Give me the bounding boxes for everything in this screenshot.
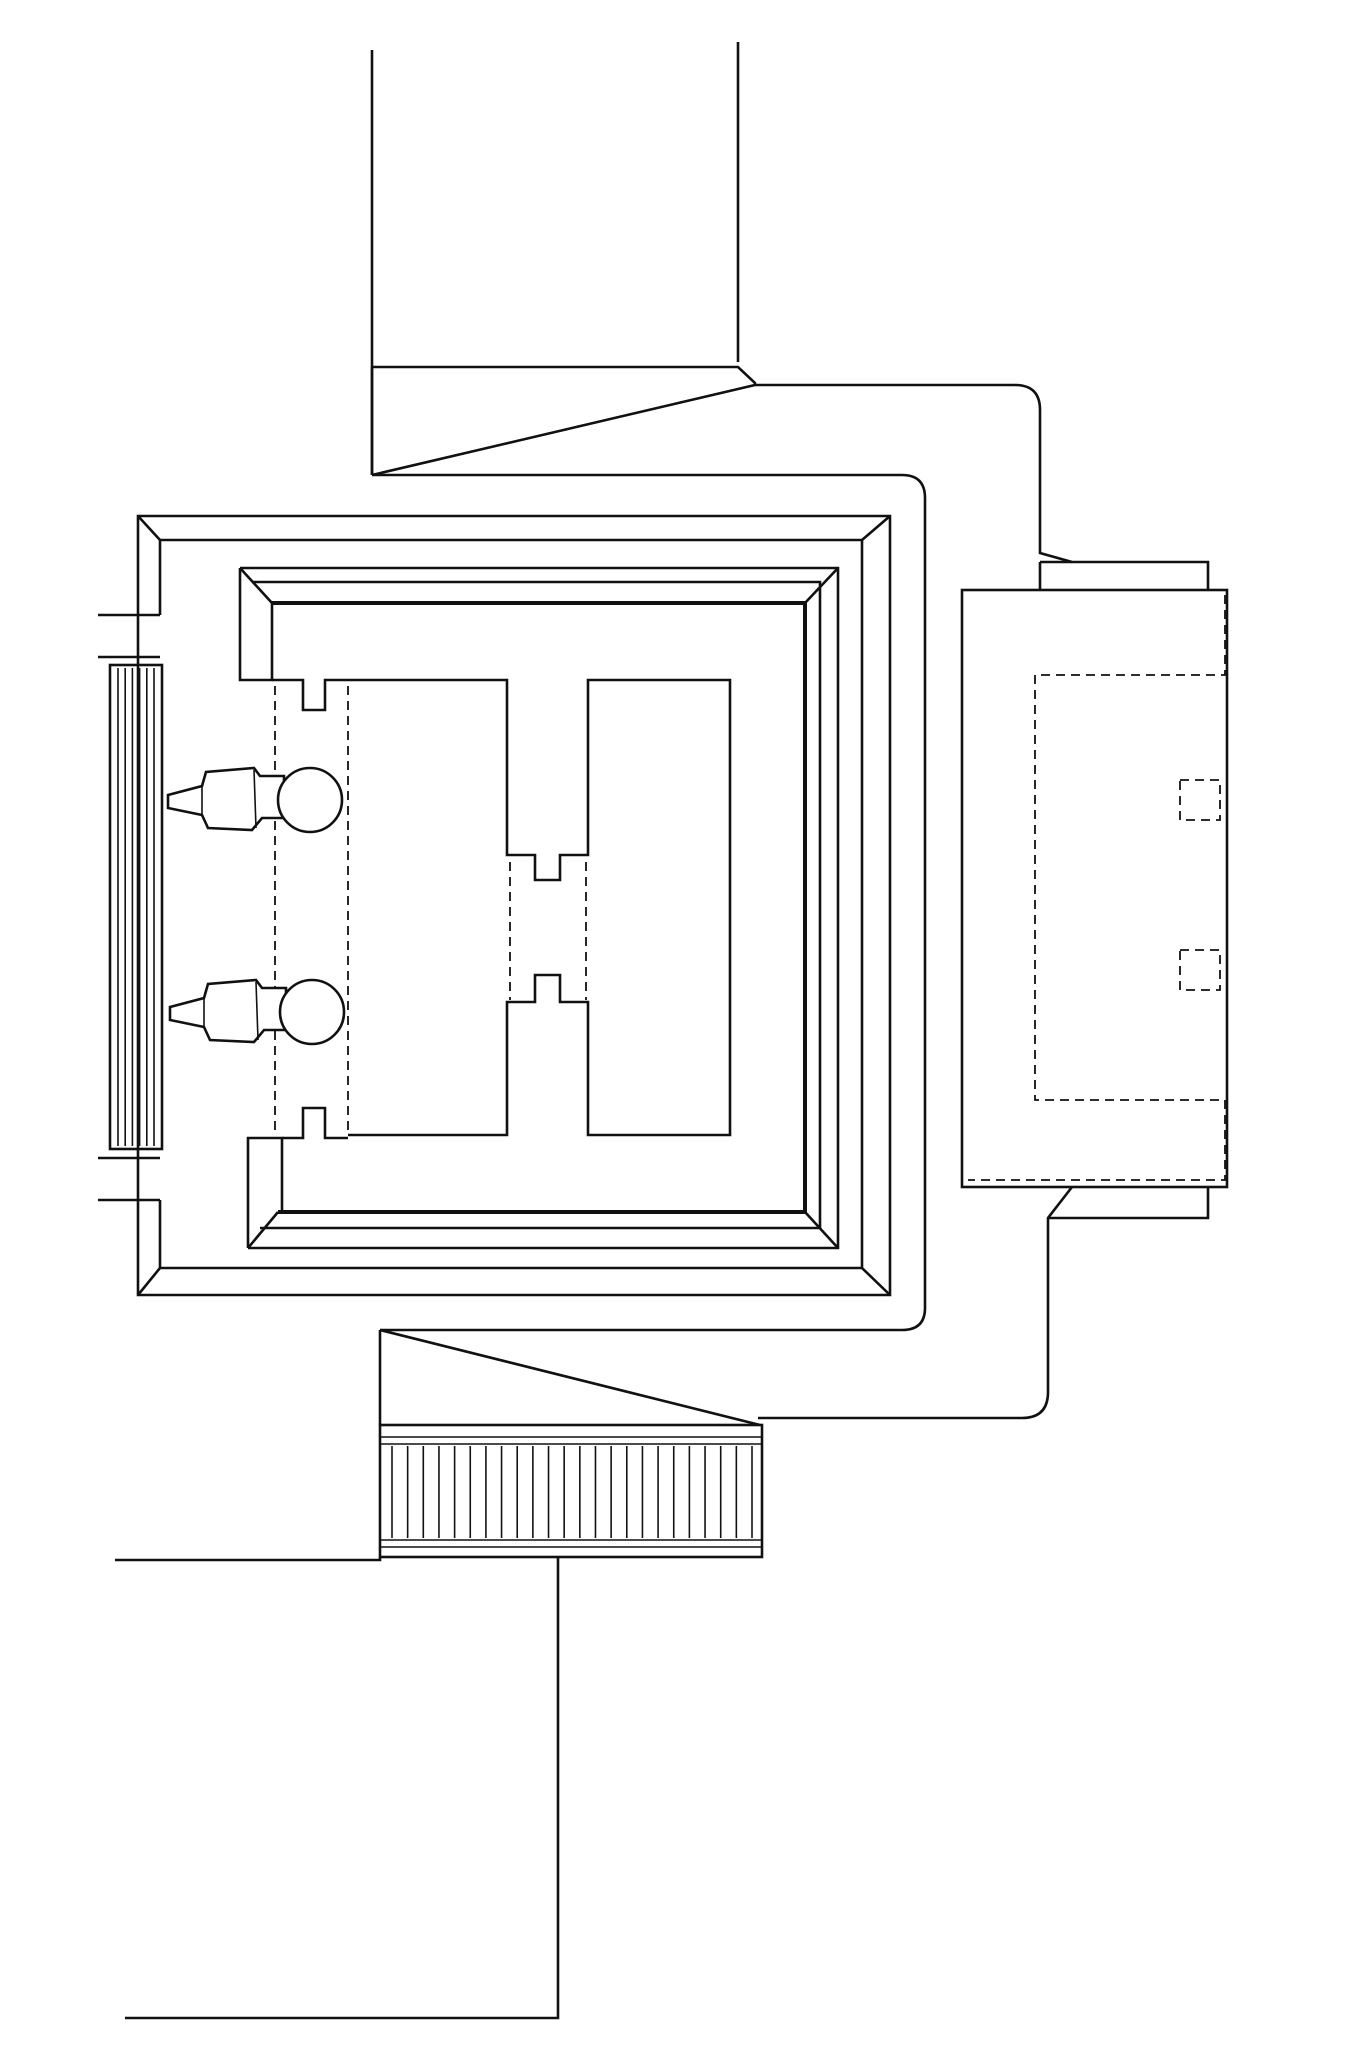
annex-dashed-pier-upper (1179, 779, 1221, 821)
lower-wing (378, 1328, 761, 1427)
upper-wing (370, 365, 757, 477)
court-frame-mid (252, 580, 822, 1230)
statue-body (168, 978, 288, 1044)
inner-wall (372, 473, 927, 1332)
court-frame-top-left-return (238, 568, 274, 682)
statue-folds (203, 981, 259, 1041)
lower-ramp-slope (379, 1328, 761, 1427)
inner-connector-wall (372, 473, 927, 1332)
annex-body (960, 588, 1229, 1189)
statue-head (278, 978, 346, 1046)
statue-head (276, 766, 344, 834)
statue-upper (166, 766, 344, 834)
left-stair (98, 613, 164, 1202)
statue-lower (168, 978, 346, 1046)
left-stair-bottom-cheek (98, 1156, 160, 1202)
annex-bottom-cap (1048, 1187, 1210, 1220)
outer-wall-top (755, 383, 1073, 564)
bottom-stair-outline (378, 1423, 764, 1559)
bottom-stair (378, 1423, 764, 1559)
statue-body (166, 766, 286, 832)
annex-dashed-pier-lower (1179, 949, 1221, 991)
bottom-stair-treads (391, 1446, 753, 1538)
left-stair-top-cheek (98, 613, 160, 659)
annex-dashed-inner (968, 595, 1226, 1181)
top-pier-niche (272, 678, 348, 712)
upper-wing-top-edge (372, 365, 757, 385)
bottom-corridor (115, 1557, 560, 2020)
left-stair-treads (117, 668, 155, 1146)
bottom-pier-niche (282, 1106, 348, 1140)
outer-frame-miters (136, 515, 891, 1296)
bottom-corridor-wall (125, 1557, 560, 2020)
outer-connector-wall (755, 383, 1074, 1420)
upper-ramp-slope (371, 383, 756, 477)
outer-frame-edge (136, 514, 892, 1297)
outer-frame-inner-edge (160, 538, 864, 1270)
outer-wall-bottom (758, 1186, 1074, 1420)
right-annex (960, 560, 1229, 1220)
court-frame-bottom-left-return (246, 1136, 284, 1248)
left-stair-outline (108, 663, 164, 1151)
court-frame-outer (240, 566, 840, 1250)
bottom-stair-landings (380, 1436, 762, 1548)
court-frame-inner (272, 601, 807, 1214)
main-building (136, 514, 892, 1297)
top-corridor (370, 42, 740, 475)
statue-folds (201, 769, 257, 829)
annex-top-cap (1040, 560, 1210, 590)
central-h-block (348, 678, 732, 1137)
bottom-ground-line (115, 1557, 382, 1562)
court-frame-miters (239, 567, 839, 1249)
